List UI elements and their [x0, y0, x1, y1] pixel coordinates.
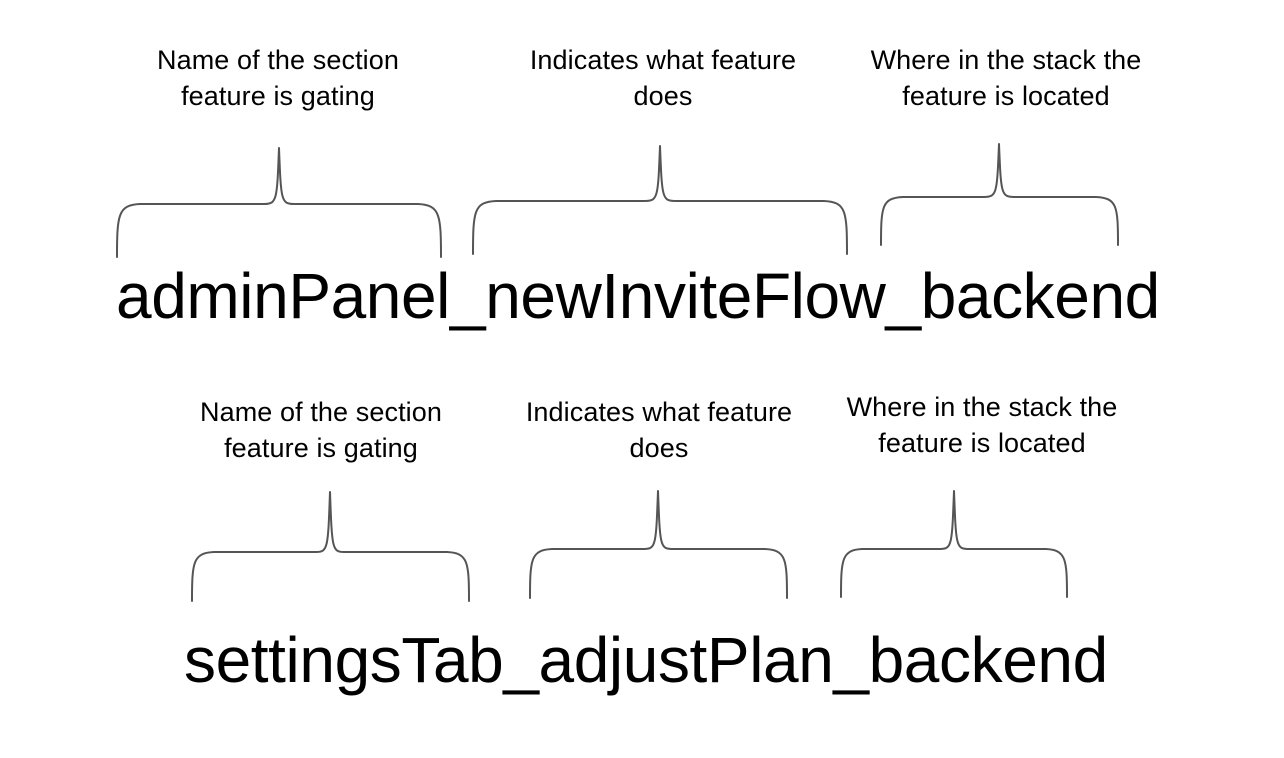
caption-feature-action-bottom: Indicates what feature does [525, 397, 793, 464]
brace-bottom-2 [529, 490, 788, 599]
brace-top-3 [880, 143, 1119, 246]
feature-flag-string-top: adminPanel_newInviteFlow_backend [116, 260, 1160, 332]
caption-stack-location-top: Where in the stack the feature is locate… [870, 45, 1142, 112]
brace-bottom-1 [191, 491, 470, 602]
caption-stack-location-bottom: Where in the stack the feature is locate… [846, 392, 1118, 459]
caption-section-name-bottom: Name of the section feature is gating [199, 397, 443, 464]
brace-bottom-3 [840, 490, 1068, 598]
brace-top-2 [472, 145, 848, 255]
caption-section-name-top: Name of the section feature is gating [156, 45, 400, 112]
brace-top-1 [116, 147, 442, 258]
feature-flag-string-bottom: settingsTab_adjustPlan_backend [184, 624, 1108, 696]
caption-feature-action-top: Indicates what feature does [529, 45, 797, 112]
